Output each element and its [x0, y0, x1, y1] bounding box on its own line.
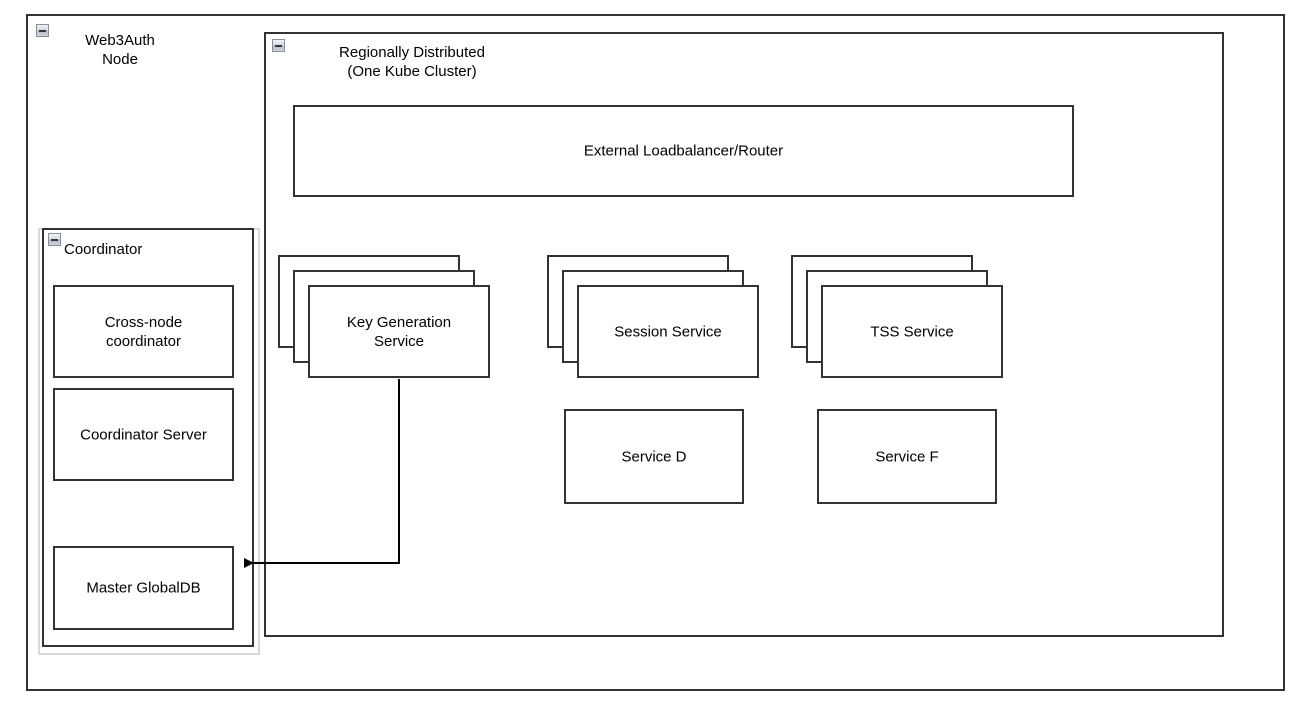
- regionally-distributed-label: Regionally Distributed (One Kube Cluster…: [339, 44, 485, 80]
- coordinator-server-label: Coordinator Server: [80, 426, 207, 443]
- service-d-label: Service D: [621, 448, 687, 465]
- key-generation-service-label: Key Generation Service: [346, 313, 452, 350]
- key-generation-service-stack[interactable]: Key Generation Service: [278, 255, 493, 380]
- tss-service-stack[interactable]: TSS Service: [791, 255, 1006, 380]
- service-f-box[interactable]: Service F: [817, 409, 997, 504]
- collapse-minus-icon-coordinator[interactable]: [48, 233, 61, 246]
- external-loadbalancer-box[interactable]: External Loadbalancer/Router: [293, 105, 1074, 197]
- master-globaldb-box[interactable]: Master GlobalDB: [53, 546, 234, 630]
- service-d-box[interactable]: Service D: [564, 409, 744, 504]
- tss-service-card-front[interactable]: TSS Service: [821, 285, 1003, 378]
- session-service-stack[interactable]: Session Service: [547, 255, 762, 380]
- cross-node-coordinator-label: Cross-node coordinator: [104, 313, 183, 350]
- master-globaldb-label: Master GlobalDB: [86, 579, 201, 597]
- coordinator-label: Coordinator: [64, 241, 143, 258]
- session-service-label: Session Service: [614, 323, 722, 340]
- collapse-minus-icon-regionally-distributed[interactable]: [272, 39, 285, 52]
- coordinator-server-box[interactable]: Coordinator Server: [53, 388, 234, 481]
- collapse-minus-icon-web3auth-node[interactable]: [36, 24, 49, 37]
- cross-node-coordinator-box[interactable]: Cross-node coordinator: [53, 285, 234, 378]
- tss-service-label: TSS Service: [870, 323, 954, 340]
- service-f-label: Service F: [875, 448, 939, 465]
- session-service-card-front[interactable]: Session Service: [577, 285, 759, 378]
- external-loadbalancer-label: External Loadbalancer/Router: [583, 142, 784, 160]
- web3auth-node-label: Web3Auth Node: [85, 32, 155, 68]
- key-generation-service-card-front[interactable]: Key Generation Service: [308, 285, 490, 378]
